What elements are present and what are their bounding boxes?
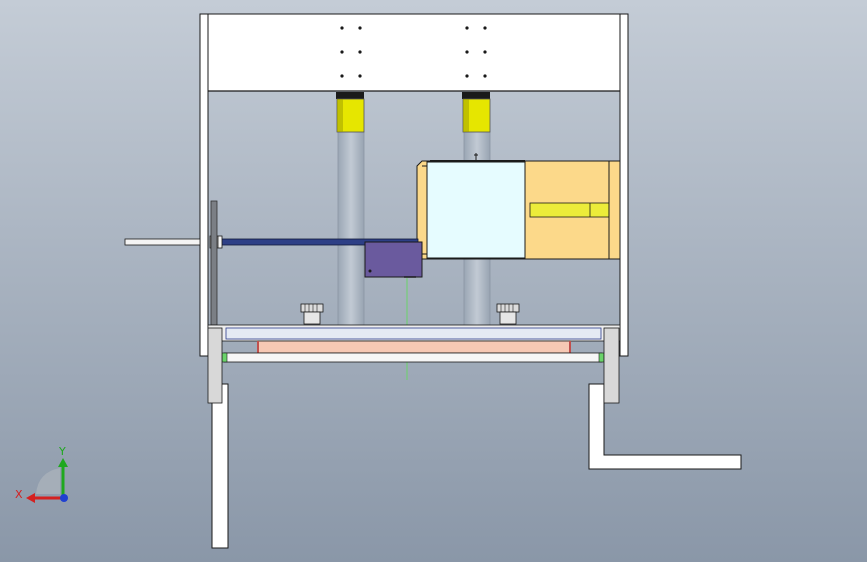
cylinder-collar-right [462, 92, 491, 133]
y-axis-label: Y [58, 445, 66, 458]
top-plate [207, 13, 621, 92]
guide-rod-left [337, 131, 365, 327]
side-clamp-right [603, 327, 620, 404]
press-plate [207, 324, 621, 363]
frame-right-post [619, 13, 629, 357]
sensor-block [364, 241, 423, 278]
triad-arc [36, 468, 60, 494]
left-leg [211, 383, 229, 549]
cylinder-collar-left [336, 92, 365, 133]
motor-slot [529, 202, 611, 218]
y-axis-arrowhead [58, 458, 68, 467]
frame-left-post [199, 13, 209, 357]
adjuster-knob-right [496, 303, 520, 325]
side-clamp-left [207, 327, 223, 404]
vertical-post-rod [210, 200, 218, 326]
coordinate-triad: Y X [15, 445, 68, 503]
x-axis-label: X [15, 488, 23, 501]
work-tray [257, 340, 571, 354]
motor-face-plate [426, 161, 526, 259]
x-axis-arrowhead [26, 493, 35, 503]
motor-end-cap [608, 160, 621, 260]
z-axis-marker [60, 494, 68, 502]
motor-assembly [416, 153, 621, 260]
mounting-holes [340, 26, 487, 78]
adjuster-knob-left [300, 303, 324, 325]
